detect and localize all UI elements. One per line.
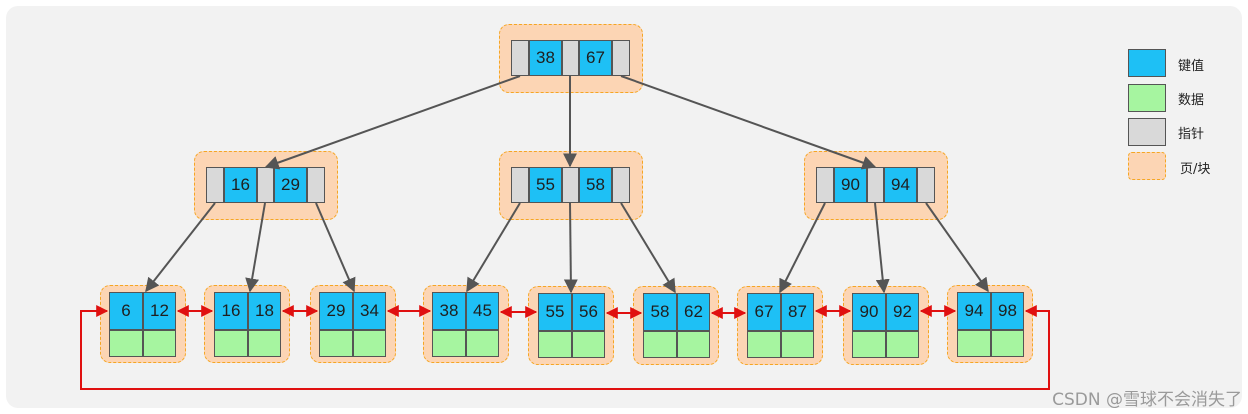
internal-0-key-1: 29 [274, 167, 307, 203]
tree-edge-root-2 [620, 75, 877, 170]
leaf-6-data-1 [781, 331, 814, 358]
internal-2-pointer-2 [917, 167, 935, 203]
leaf-0-data-1 [143, 330, 176, 357]
leaf-4-data-1 [572, 331, 605, 358]
watermark-text: CSDN @雪球不会消失了 [1052, 390, 1242, 410]
tree-edge-i2-1 [874, 202, 890, 294]
internal-0-key-0: 16 [224, 167, 257, 203]
tree-edge-i2-0 [779, 202, 826, 294]
internal-0-pointer-0 [206, 167, 224, 203]
legend-key-label: 键值 [1178, 59, 1205, 74]
root-key-0: 38 [529, 40, 562, 76]
legend-key-swatch [1128, 49, 1166, 77]
leaf-3-data-0 [432, 330, 466, 357]
legend-data-label: 数据 [1178, 93, 1205, 108]
tree-edge-root-0 [264, 75, 521, 170]
leaf-wrap-link [80, 305, 1050, 390]
leaf-1-data-0 [214, 330, 248, 357]
tree-edge-i2-2 [925, 202, 989, 293]
internal-1-pointer-2 [612, 167, 630, 203]
internal-1-key-0: 55 [529, 167, 562, 203]
leaf-1-data-1 [248, 330, 281, 357]
tree-edge-i1-2 [620, 202, 676, 294]
legend-page-label: 页/块 [1180, 162, 1211, 177]
root-pointer-0 [511, 40, 529, 76]
root-key-1: 67 [579, 40, 612, 76]
internal-2-key-0: 90 [834, 167, 867, 203]
leaf-4-data-0 [538, 331, 572, 358]
leaf-8-data-0 [957, 330, 991, 357]
legend-data-swatch [1128, 84, 1166, 112]
tree-edge-i0-2 [315, 202, 356, 293]
root-pointer-1 [562, 40, 579, 76]
leaf-3-data-1 [466, 330, 499, 357]
internal-2-pointer-0 [816, 167, 834, 203]
tree-edge-i1-1 [563, 202, 578, 294]
legend-page-swatch [1128, 152, 1166, 180]
leaf-7-data-0 [852, 331, 886, 358]
leaf-6-data-0 [747, 331, 781, 358]
leaf-2-data-1 [353, 330, 386, 357]
legend-pointer-label: 指针 [1178, 127, 1205, 142]
tree-edge-i0-1 [245, 202, 266, 293]
leaf-0-data-0 [109, 330, 143, 357]
leaf-2-data-0 [319, 330, 353, 357]
internal-0-pointer-2 [307, 167, 325, 203]
root-pointer-2 [612, 40, 630, 76]
leaf-8-data-1 [991, 330, 1024, 357]
leaf-7-data-1 [886, 331, 919, 358]
internal-2-key-1: 94 [884, 167, 917, 203]
leaf-5-data-0 [643, 331, 677, 358]
tree-edge-i1-0 [466, 202, 521, 293]
leaf-5-data-1 [677, 331, 710, 358]
internal-1-pointer-0 [511, 167, 529, 203]
internal-1-pointer-1 [562, 167, 579, 203]
legend-pointer-swatch [1128, 118, 1166, 146]
tree-edge-i0-0 [145, 202, 216, 293]
internal-1-key-1: 58 [579, 167, 612, 203]
